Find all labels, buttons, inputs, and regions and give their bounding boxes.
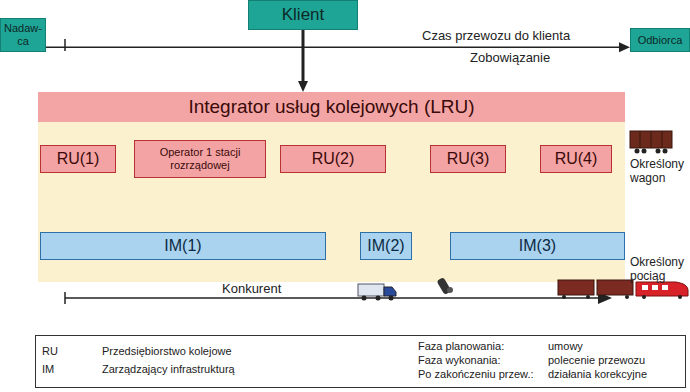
railway-undertaking-box: RU(1) bbox=[40, 145, 116, 173]
receiver-box: Odbiorca bbox=[630, 28, 690, 52]
wagon-icon bbox=[630, 131, 672, 154]
node-text: RU(2) bbox=[312, 150, 355, 168]
node-text: IM(2) bbox=[367, 237, 404, 255]
client-box: Klient bbox=[248, 0, 358, 30]
train-label: Określony pociąg bbox=[630, 256, 690, 284]
phase-action: umowy bbox=[548, 340, 583, 352]
train-icon bbox=[558, 280, 688, 299]
node-text: Integrator usług kolejowych (LRU) bbox=[188, 96, 474, 118]
node-text: RU(3) bbox=[447, 150, 490, 168]
wagon-label: Określony wagon bbox=[630, 158, 690, 186]
phase-action: polecenie przewozu bbox=[548, 354, 645, 366]
service-panel bbox=[38, 122, 625, 282]
legend-meaning: Przedsiębiorstwo kolejowe bbox=[102, 345, 232, 357]
yard-operator-box: Operator 1 stacji rozrządowej bbox=[134, 140, 266, 178]
legend-meaning: Zarządzający infrastrukturą bbox=[102, 363, 235, 375]
infrastructure-manager-box: IM(2) bbox=[360, 232, 412, 260]
node-text: Odbiorca bbox=[638, 34, 683, 47]
integrator-band: Integrator usług kolejowych (LRU) bbox=[38, 92, 625, 122]
legend-abbreviation: RU bbox=[42, 345, 58, 357]
connector-arrow bbox=[298, 30, 308, 92]
node-text: IM(3) bbox=[519, 237, 556, 255]
phase-name: Faza wykonania: bbox=[418, 354, 501, 366]
legend-frame bbox=[36, 336, 686, 388]
node-text: RU(4) bbox=[555, 150, 598, 168]
timeline-tick bbox=[64, 39, 66, 51]
edge-label: Czas przewozu do klienta bbox=[420, 28, 572, 43]
phase-action: działania korekcyjne bbox=[548, 368, 647, 380]
commitment-label: Zobowiązanie bbox=[470, 50, 550, 65]
sender-box: Nadaw- ca bbox=[0, 18, 46, 52]
phase-name: Po zakończeniu przew.: bbox=[418, 368, 534, 380]
competitor-label: Konkurent bbox=[222, 281, 281, 296]
node-text: Klient bbox=[282, 5, 325, 25]
railway-undertaking-box: RU(3) bbox=[430, 145, 506, 173]
phone-icon bbox=[437, 277, 453, 295]
infrastructure-manager-box: IM(3) bbox=[450, 232, 625, 260]
node-text: RU(1) bbox=[57, 150, 100, 168]
railway-undertaking-box: RU(4) bbox=[540, 145, 612, 173]
node-text: IM(1) bbox=[164, 237, 201, 255]
phase-name: Faza planowania: bbox=[418, 340, 504, 352]
truck-icon bbox=[358, 284, 396, 301]
railway-undertaking-box: RU(2) bbox=[280, 145, 386, 173]
node-text: Nadaw- ca bbox=[4, 22, 42, 47]
competitor-timeline bbox=[65, 292, 612, 304]
infrastructure-manager-box: IM(1) bbox=[40, 232, 326, 260]
node-text: Operator 1 stacji rozrządowej bbox=[138, 146, 262, 171]
legend-abbreviation: IM bbox=[42, 363, 54, 375]
